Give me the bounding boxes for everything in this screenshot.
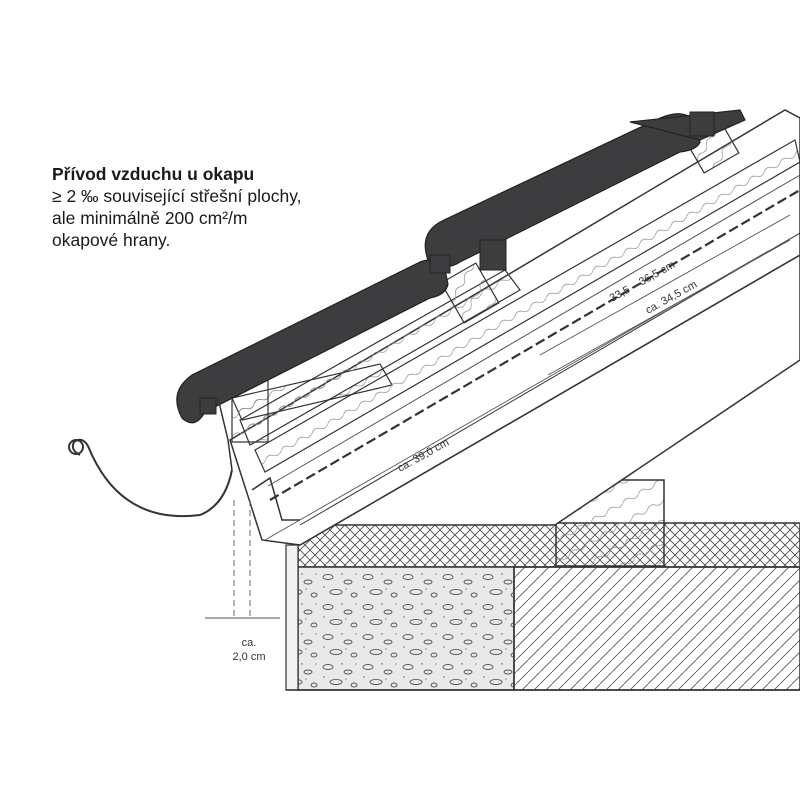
tile-nib-1 [429, 254, 451, 274]
tile-lower [176, 259, 449, 424]
concrete-lintel [297, 566, 515, 691]
gap-label-line-2: 2,0 cm [232, 651, 266, 663]
tile-nib-3 [689, 111, 715, 137]
crosshatch-bond-beam [297, 522, 800, 568]
eave-vent-grille [251, 476, 300, 521]
gutter [68, 438, 233, 518]
caption-title: Přívod vzduchu u okapu [52, 164, 255, 184]
air-intake-caption: Přívod vzduchu u okapu ≥ 2 ‰ související… [52, 163, 302, 251]
roof-tiles [176, 109, 746, 424]
tile-nib-4 [199, 397, 217, 415]
caption-line-3: okapové hrany. [52, 230, 171, 250]
gap-label-line-1: ca. [241, 637, 257, 649]
batten-approx-dim-line [547, 239, 791, 376]
gap-dimension-label: ca. 2,0 cm [224, 636, 274, 664]
masonry-wall [513, 566, 800, 691]
drip-edge-flashing [217, 397, 233, 471]
caption-line-2: ale minimálně 200 cm²/m [52, 208, 248, 228]
gutter-bead [68, 439, 84, 455]
wall-base [285, 522, 800, 691]
plaster-strip [285, 544, 299, 691]
dimension-lines [205, 214, 791, 620]
caption-line-1: ≥ 2 ‰ související střešní plochy, [52, 186, 302, 206]
batten-spacing-dim-line [539, 214, 791, 356]
tile-nib-2 [479, 239, 507, 271]
